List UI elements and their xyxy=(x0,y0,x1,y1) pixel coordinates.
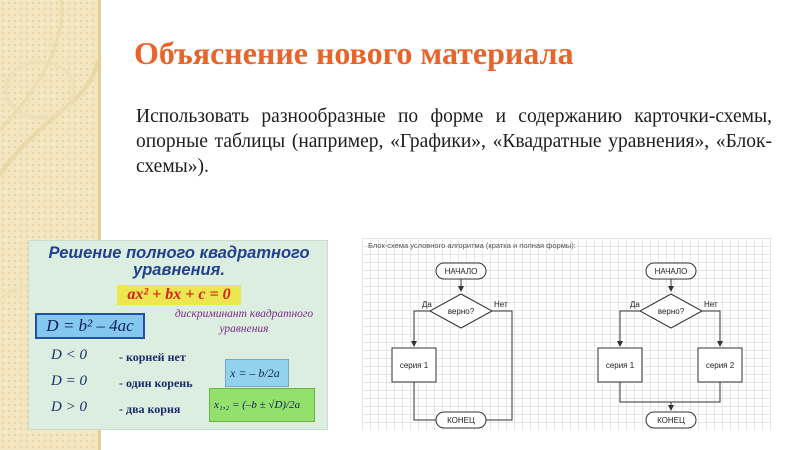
no-label: Нет xyxy=(704,300,718,309)
general-equation: ax² + bx + c = 0 xyxy=(117,285,241,305)
condition-diamond xyxy=(428,293,494,329)
flowchart-caption: Блок-схема условного алгоритма (кратка и… xyxy=(368,241,576,250)
condition-positive: D > 0 xyxy=(51,399,87,415)
end-terminal xyxy=(645,411,697,429)
start-label: НАЧАЛО xyxy=(655,267,688,276)
discriminant-formula: D = b² – 4ac xyxy=(35,313,145,339)
condition-positive-label: - два корня xyxy=(119,402,181,416)
condition-zero-label: - один корень xyxy=(119,376,193,390)
decorative-side-strip xyxy=(0,0,98,450)
card-title: Решение полного квадратного уравнения. xyxy=(48,244,310,279)
series2-label: серия 2 xyxy=(706,361,735,370)
conditional-flowchart: Блок-схема условного алгоритма (кратка и… xyxy=(362,238,772,430)
condition-negative: D < 0 xyxy=(51,347,87,363)
series1-label: серия 1 xyxy=(400,361,429,370)
slide-title: Объяснение нового материала xyxy=(134,35,574,71)
slide-body-text: Использовать разнообразные по форме и со… xyxy=(136,106,772,177)
quadratic-equation-card: Решение полного квадратного уравнения. a… xyxy=(28,240,328,430)
end-label: КОНЕЦ xyxy=(447,416,475,425)
condition-label: верно? xyxy=(448,307,475,316)
two-roots-formula: x₁,₂ = (–b ± √D)/2a xyxy=(209,388,315,422)
strip-edge xyxy=(98,0,101,450)
yes-label: Да xyxy=(630,300,640,309)
one-root-formula: x = – b/2a xyxy=(225,359,289,387)
end-label: КОНЕЦ xyxy=(657,416,685,425)
condition-zero: D = 0 xyxy=(51,373,87,389)
flowchart-short-form: НАЧАЛО верно? Да Нет серия 1 КОНЕЦ xyxy=(391,262,513,429)
condition-diamond xyxy=(638,293,704,329)
flowchart-diagram: НАЧАЛО верно? Да Нет серия 1 КОНЕЦ НАЧАЛ… xyxy=(391,262,743,429)
series1-label: серия 1 xyxy=(606,361,635,370)
no-label: Нет xyxy=(494,300,508,309)
end-terminal xyxy=(435,411,487,429)
discriminant-label: дискриминант квадратного уравнения xyxy=(174,308,314,335)
condition-label: верно? xyxy=(658,307,685,316)
yes-label: Да xyxy=(422,300,432,309)
flowchart-full-form: НАЧАЛО верно? Да Нет серия 1 серия 2 КОН… xyxy=(597,262,743,429)
start-label: НАЧАЛО xyxy=(445,267,478,276)
condition-negative-label: - корней нет xyxy=(119,350,186,364)
